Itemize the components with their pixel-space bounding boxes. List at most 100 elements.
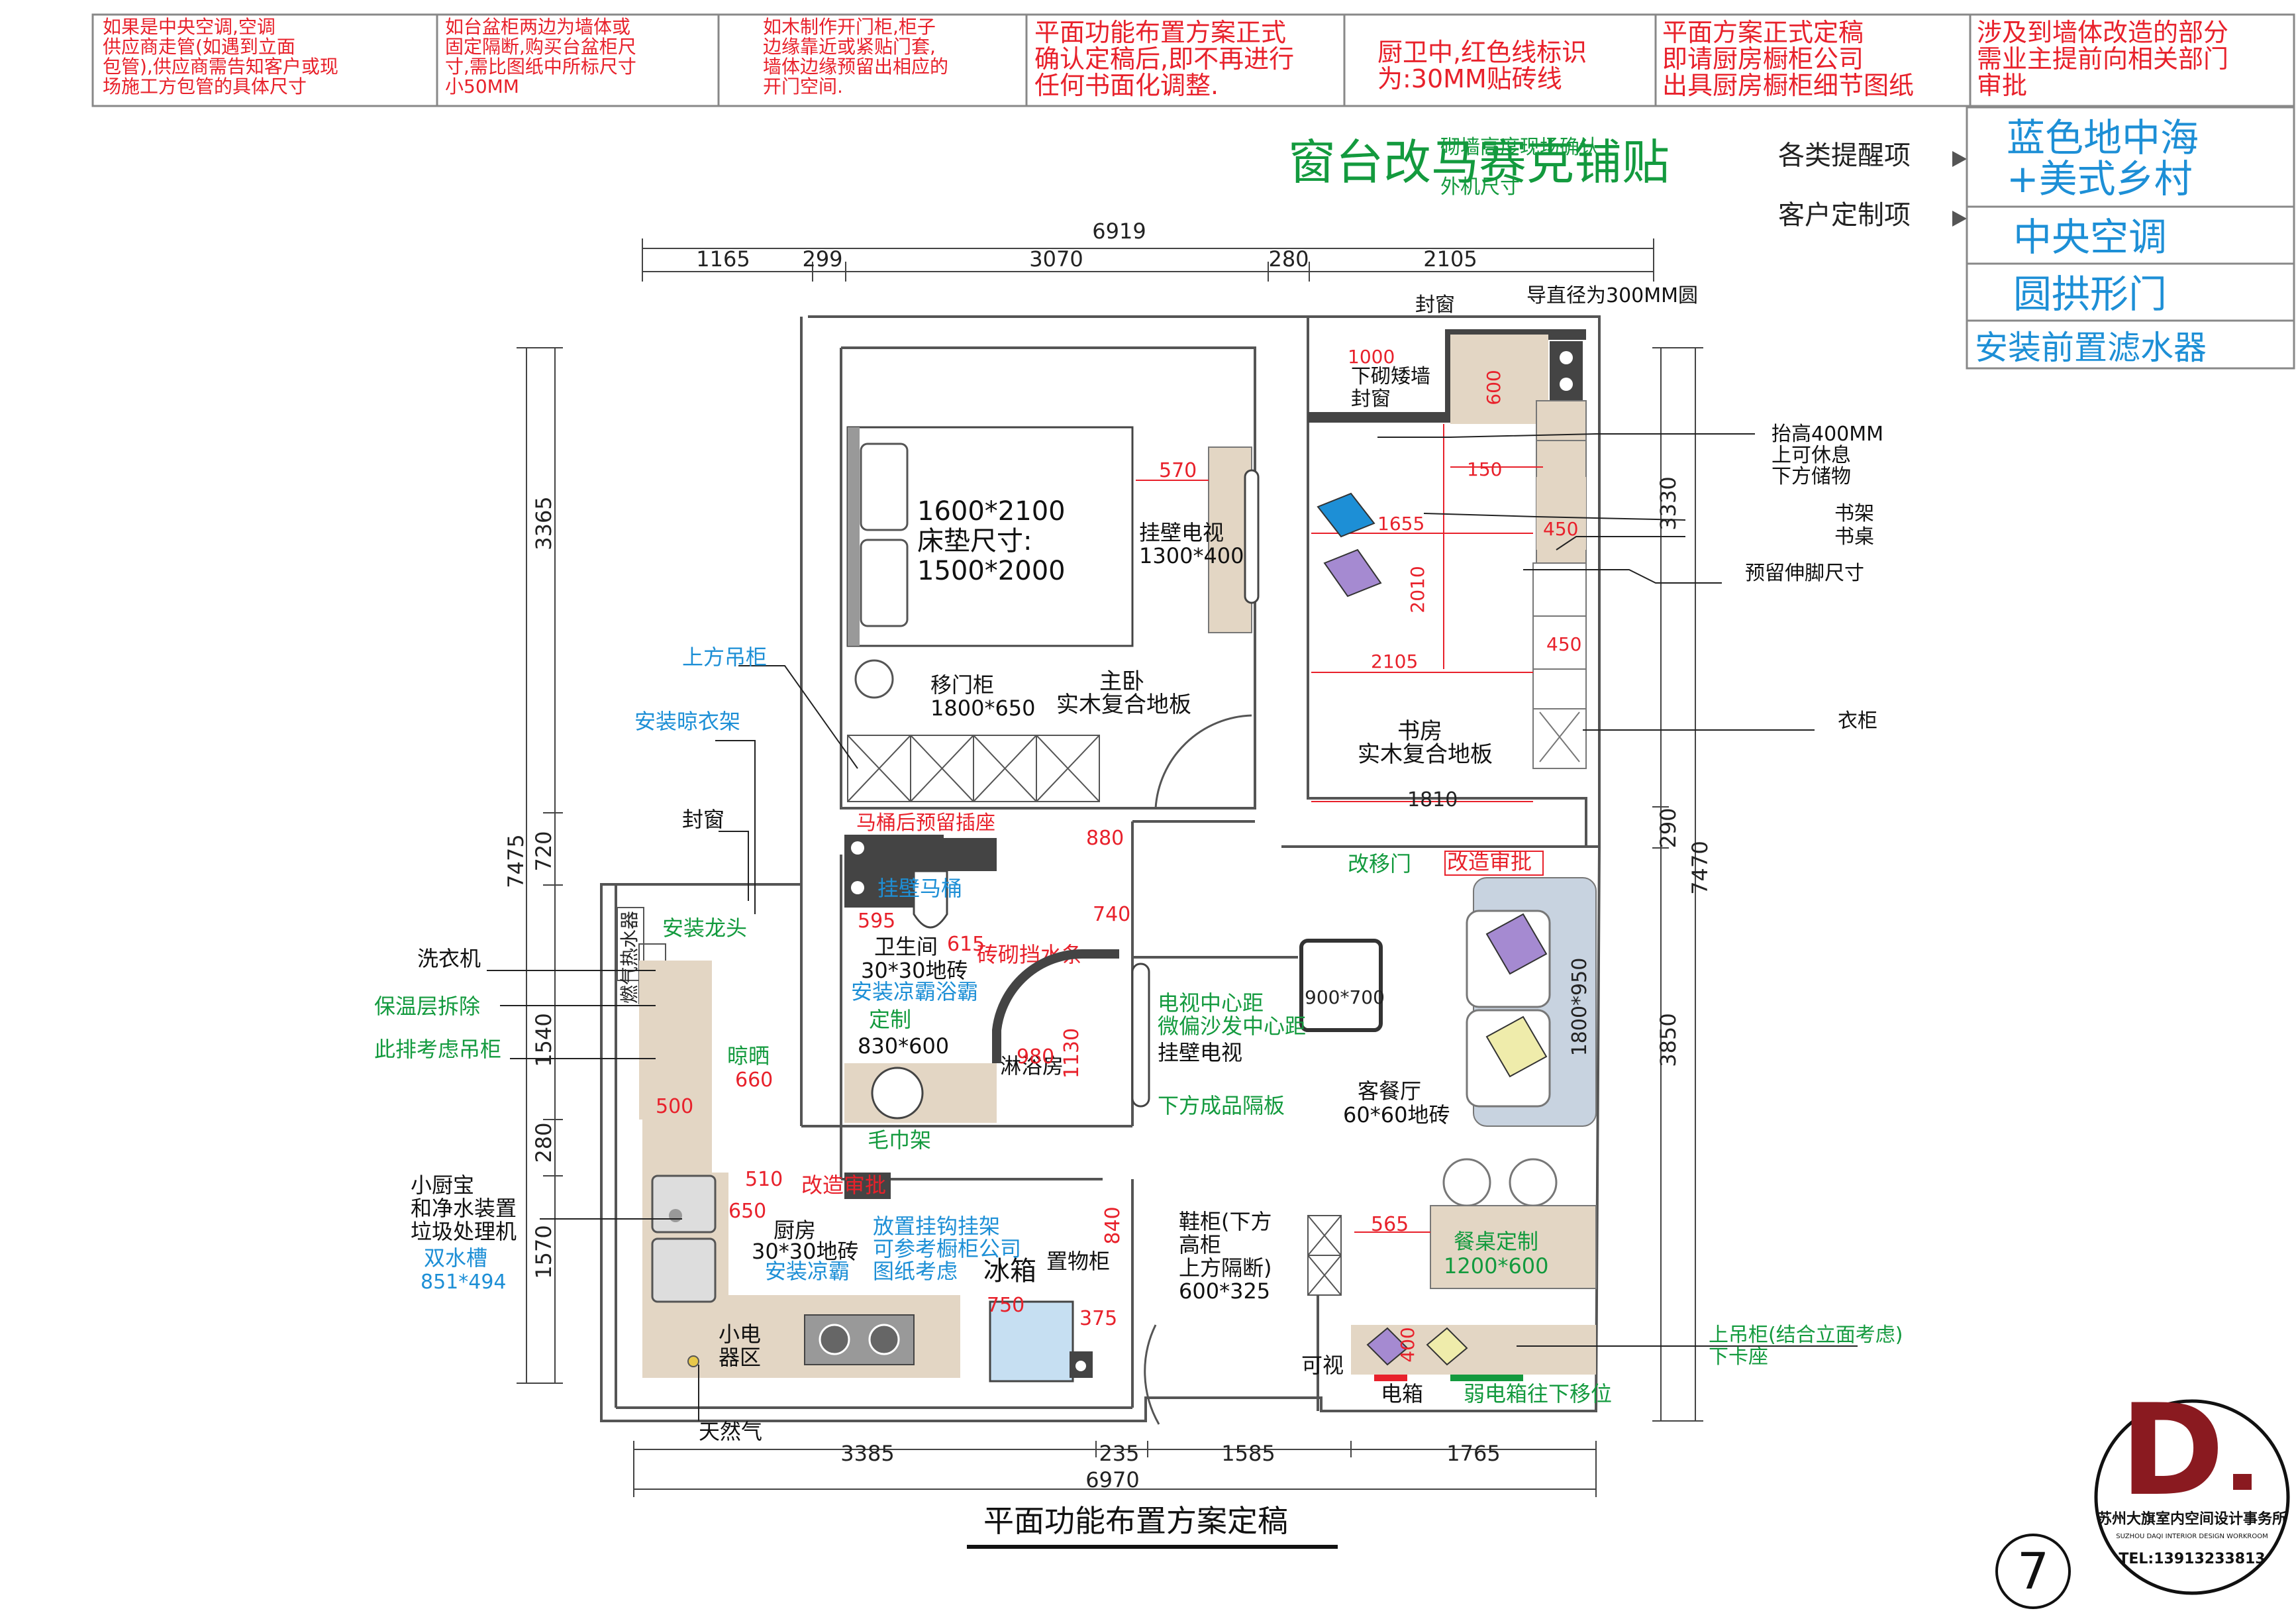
study-label: 书房 (1397, 718, 1442, 745)
note-6-line-1: 平面方案正式定稿 (1662, 18, 1864, 47)
sofa-size: 1800*950 (1568, 958, 1591, 1057)
headboard (848, 427, 860, 646)
style-mediterranean: 蓝色地中海 (2007, 115, 2199, 160)
sink-icon (871, 1067, 924, 1120)
shower-label: 淋浴房 (1000, 1053, 1064, 1078)
logo-name-cn: 苏州大旗室内空间设计事务所 (2097, 1510, 2287, 1528)
hooks-line-1: 放置挂钩挂架 (873, 1214, 1000, 1239)
bedroom-tv-size: 1300*400 (1139, 543, 1244, 568)
note-3-line-4: 开门空间. (763, 76, 843, 97)
dim-660: 660 (735, 1069, 773, 1092)
kitchen-approval: 改造审批 (801, 1173, 886, 1198)
fridge-label: 冰箱 (983, 1256, 1036, 1286)
note-5-line-1: 厨卫中,红色线标识 (1377, 38, 1587, 67)
style-filter: 安装前置滤水器 (1975, 329, 2207, 367)
toilet-socket-note: 马桶后预留插座 (856, 811, 995, 835)
washer-callout: 洗衣机 (417, 946, 481, 971)
master-bedroom: 1600*2100 床垫尺寸: 1500*2000 挂壁电视 1300*400 … (846, 426, 1260, 809)
drying-label: 晾晒 (727, 1043, 770, 1069)
dim-400: 400 (1397, 1327, 1419, 1362)
bedroom-tv-label: 挂壁电视 (1139, 520, 1224, 545)
note-2-line-1: 如台盆柜两边为墙体或 (445, 16, 630, 38)
note-1-line-4: 场施工方包管的具体尺寸 (103, 76, 307, 97)
right-dimensions (1652, 347, 1703, 1422)
seal-window-label: 封窗 (1351, 388, 1391, 411)
cushion-icon (1323, 549, 1382, 598)
dim-840: 840 (1101, 1206, 1124, 1244)
dim-450-b: 450 (1546, 633, 1581, 655)
logo-name-en: SUZHOU DAQI INTERIOR DESIGN WORKROOM (2116, 1533, 2268, 1540)
dim-600: 600 (1483, 370, 1505, 405)
appliance-line-2: 器区 (719, 1345, 761, 1370)
meter-box-label: 电箱 (1381, 1381, 1423, 1406)
tv-icon (1244, 469, 1260, 604)
dim-2010: 2010 (1407, 566, 1428, 613)
fridge-icon (989, 1300, 1074, 1383)
dim-right-total: 7470 (1687, 841, 1713, 894)
desk-callout: 书桌 (1834, 525, 1874, 549)
arrow-right-icon (1952, 211, 1967, 227)
note-2-line-4: 小50MM (445, 76, 519, 97)
dim-left-seg: 3365 (531, 496, 556, 550)
note-5-line-2: 为:30MM贴砖线 (1377, 64, 1562, 93)
bathroom: 马桶后预留插座 挂壁马桶 595 615 卫生间 30*30地砖 安装凉霸浴霸 … (844, 811, 1130, 1153)
hooks-line-3: 图纸考虑 (873, 1259, 958, 1284)
dim-top-seg: 1165 (696, 246, 750, 272)
note-7-line-2: 需业主提前向相关部门 (1977, 44, 2228, 74)
dim-bottom-total: 6970 (1085, 1467, 1139, 1492)
note-4-line-3: 任何书面化调整. (1034, 71, 1219, 100)
note-3-line-1: 如木制作开门柜,柜子 (763, 16, 936, 38)
column (1550, 341, 1583, 401)
note-4-line-2: 确认定稿后,即不再进行 (1034, 44, 1294, 74)
row-cabinet-callout: 此排考虑吊柜 (374, 1037, 501, 1062)
mattress-label: 床垫尺寸: (917, 526, 1032, 556)
living-tv-label: 挂壁电视 (1158, 1040, 1242, 1065)
low-wall-label: 下砌矮墙 (1351, 365, 1430, 388)
living-label: 客餐厅 (1358, 1078, 1421, 1104)
dining-size: 1200*600 (1444, 1253, 1549, 1279)
shoe-line-3: 上方隔断) (1179, 1255, 1272, 1281)
pillow-icon (1485, 913, 1548, 975)
dim-2105: 2105 (1371, 651, 1418, 672)
vanity-custom: 定制 (869, 1007, 911, 1032)
dim-880: 880 (1086, 827, 1124, 850)
dim-right-seg: 290 (1656, 808, 1681, 848)
gas-valve-icon (687, 1355, 699, 1367)
dim-right-seg: 3850 (1656, 1013, 1681, 1067)
dim-740: 740 (1093, 903, 1130, 926)
dim-right-seg: 3330 (1656, 476, 1681, 530)
dim-bottom-seg: 1765 (1446, 1441, 1500, 1466)
shoe-size: 600*325 (1179, 1279, 1270, 1304)
gas-heater-label: 燃气热水器 (619, 911, 640, 1004)
partition-label: 下方成品隔板 (1158, 1093, 1285, 1118)
sliding-wardrobe-label: 移门柜 (930, 672, 994, 698)
study: 1000 600 下砌矮墙 封窗 封窗 导直径为300MM圆 150 1655 … (1311, 284, 1698, 811)
weak-box-icon (1450, 1375, 1523, 1381)
dim-top-seg: 280 (1268, 246, 1309, 272)
reminder-label: 各类提醒项 (1778, 140, 1911, 171)
master-floor-label: 实木复合地板 (1056, 692, 1191, 718)
dining-table (1430, 1205, 1597, 1289)
dim-top-total: 6919 (1092, 219, 1146, 244)
dim-left-total: 7475 (503, 834, 528, 888)
left-dimensions (517, 347, 563, 1384)
raised-3: 下方储物 (1772, 465, 1851, 488)
study-top-cabinet (1450, 335, 1548, 424)
studio-logo: D 苏州大旗室内空间设计事务所 SUZHOU DAQI INTERIOR DES… (2094, 1377, 2290, 1595)
balcony: 燃气热水器 安装龙头 晾晒 660 500 (617, 907, 773, 1120)
weak-box-label: 弱电箱往下移位 (1464, 1381, 1612, 1406)
page-circle (1995, 1534, 2071, 1609)
logo-mark: D (2120, 1377, 2224, 1524)
dim-top-seg: 3070 (1029, 246, 1083, 272)
wardrobe-callout: 衣柜 (1838, 709, 1877, 733)
living-approval: 改造审批 (1447, 849, 1532, 874)
change-sliding-door: 改移门 (1348, 851, 1411, 876)
laundry-cabinet (639, 961, 712, 1120)
note-2-line-3: 寸,需比图纸中所标尺寸 (445, 56, 636, 78)
entry-door-swing (1144, 1324, 1160, 1425)
bookshelf-callout: 书架 (1834, 502, 1874, 525)
dim-1000: 1000 (1348, 346, 1395, 368)
bathroom-tile: 30*30地砖 (861, 958, 968, 983)
unit-overlay: 外机尺寸 (1440, 176, 1520, 199)
